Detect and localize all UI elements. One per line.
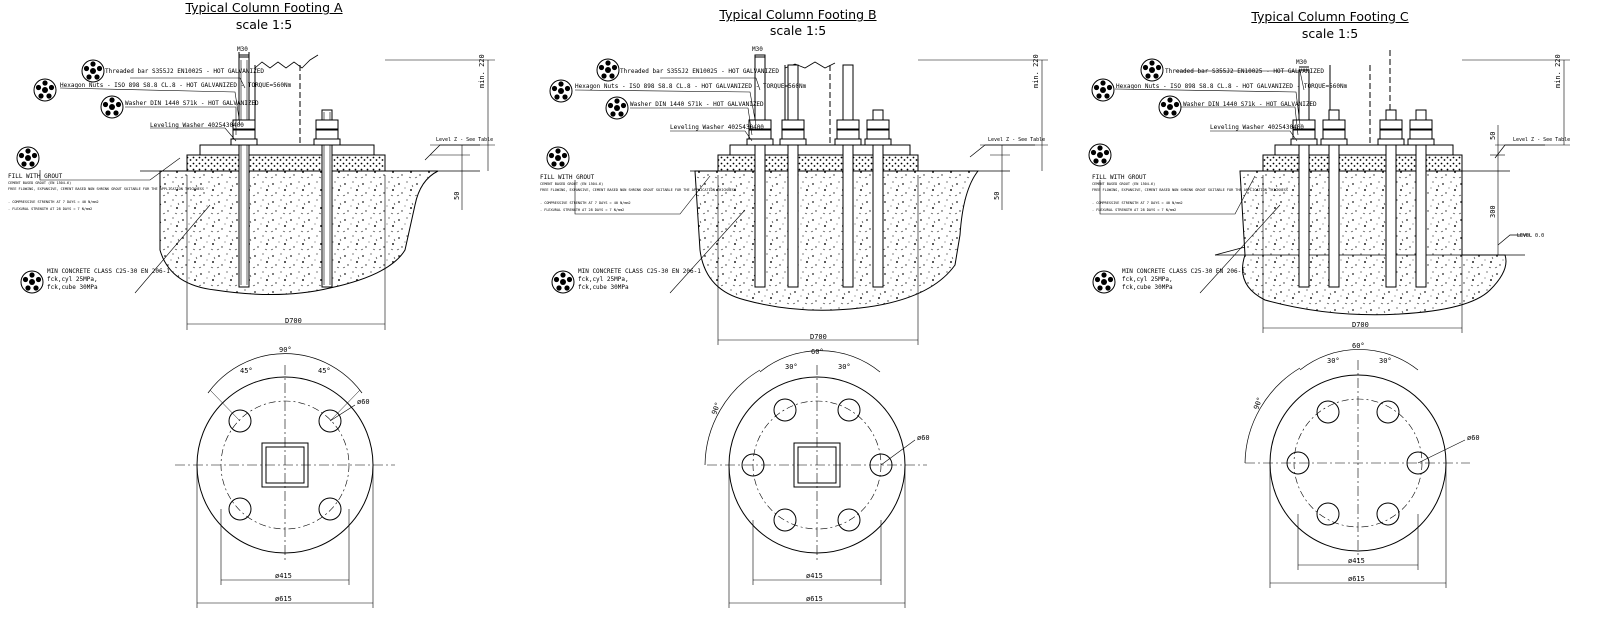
width-label: D700: [810, 333, 827, 341]
footing-a-title: Typical Column Footing A: [185, 0, 343, 15]
footing-c-labels: Threaded bar S355J2 EN10025 - HOT GALVAN…: [1092, 54, 1570, 329]
footing-b-plan: [704, 350, 927, 608]
grout-note-2: FREE FLOWING, EXPANSIVE, CEMENT BASED NO…: [540, 188, 736, 192]
hole-label: ø60: [917, 434, 930, 442]
footing-a-section: [39, 52, 495, 330]
grout-note-2: FREE FLOWING, EXPANSIVE, CEMENT BASED NO…: [1092, 188, 1288, 192]
anchor-bar-right: [313, 109, 341, 288]
grout-note-4: - FLEXURAL STRENGTH AT 28 DAYS = 7 N/mm2: [1092, 208, 1176, 212]
min220-label: min. 220: [478, 54, 486, 88]
footing-b-labels: Threaded bar S355J2 EN10025 - HOT GALVAN…: [540, 46, 1045, 341]
angle-side-label: 90°: [710, 401, 722, 416]
hexagon-nuts-label: Hexagon Nuts - ISO 898 S8.8 CL.8 - HOT G…: [60, 82, 292, 89]
footing-b-section: [574, 54, 1048, 345]
threaded-bar-label: Threaded bar S355J2 EN10025 - HOT GALVAN…: [1165, 68, 1324, 75]
footing-b-title: Typical Column Footing B: [719, 7, 877, 22]
fck-label: fck,cyl 25MPa,: [47, 276, 98, 283]
inner-diameter-label: ø415: [1348, 557, 1365, 565]
angle-right-label: 45°: [318, 367, 331, 375]
grout-note-4: - FLEXURAL STRENGTH AT 28 DAYS = 7 N/mm2: [8, 207, 92, 211]
dim300-label: 300: [1489, 205, 1497, 218]
grout-note-1: CEMENT BASED GROUT (EN 1504-6): [1092, 182, 1155, 186]
grout-note-3: - COMPRESSIVE STRENGTH AT 7 DAYS = 40 N/…: [1092, 201, 1183, 205]
fck-label: fck,cyl 25MPa,: [578, 276, 629, 283]
angle-top-label: 60°: [1352, 342, 1365, 350]
footing-c-section: [1099, 50, 1570, 333]
level-label: Level Z - See Table: [1513, 137, 1570, 143]
leveling-washer-label: Leveling Washer 4025430400: [1210, 124, 1304, 131]
angle-top-label: 90°: [279, 346, 292, 354]
footing-c-title: Typical Column Footing C: [1251, 9, 1409, 24]
outer-diameter-label: ø615: [806, 595, 823, 603]
m30-label: M30: [237, 46, 248, 53]
level-label: Level Z - See Table: [436, 137, 493, 143]
level-label: Level Z - See Table: [988, 137, 1045, 143]
angle-right-label: 30°: [1379, 357, 1392, 365]
level0-label: LEVEL 0.0: [1517, 233, 1544, 239]
footing-a-plan-labels: 90° 45° 45° ø60 ø415 ø615: [240, 346, 370, 603]
dim50-label: 50: [453, 192, 461, 200]
inner-diameter-label: ø415: [806, 572, 823, 580]
base-plate: [199, 144, 375, 156]
hexagon-nuts-label: Hexagon Nuts - ISO 898 S8.8 CL.8 - HOT G…: [575, 83, 807, 90]
washer-label: Washer DIN 1440 S71k - HOT GALVANIZED: [630, 101, 764, 108]
grout-note-2: FREE FLOWING, EXPANSIVE, CEMENT BASED NO…: [8, 187, 204, 191]
leveling-washer-label: Leveling Washer 4025430400: [150, 122, 244, 129]
hexagon-nuts-label: Hexagon Nuts - ISO 898 S8.8 CL.8 - HOT G…: [1116, 83, 1348, 90]
threaded-bar-label: Threaded bar S355J2 EN10025 - HOT GALVAN…: [105, 68, 264, 75]
width-label: D700: [285, 317, 302, 325]
m30-label: M30: [1296, 59, 1307, 66]
grout-note-4: - FLEXURAL STRENGTH AT 28 DAYS = 7 N/mm2: [540, 208, 624, 212]
dim50-label: 50: [1489, 132, 1497, 140]
width-label: D700: [1352, 321, 1369, 329]
grout-note-3: - COMPRESSIVE STRENGTH AT 7 DAYS = 40 N/…: [540, 201, 631, 205]
washer-label: Washer DIN 1440 S71k - HOT GALVANIZED: [1183, 101, 1317, 108]
dim50-label: 50: [993, 192, 1001, 200]
anchor-bar-left: [230, 54, 258, 288]
footing-c-scale: scale 1:5: [1301, 26, 1359, 41]
hole-label: ø60: [1467, 434, 1480, 442]
footing-c-plan: [1244, 349, 1470, 588]
grout-note-3: - COMPRESSIVE STRENGTH AT 7 DAYS = 40 N/…: [8, 200, 99, 204]
fcube-label: fck,cube 30MPa: [47, 284, 98, 291]
m30-label: M30: [752, 46, 763, 53]
concrete-label: MIN CONCRETE CLASS C25-30 EN 206-1: [1122, 268, 1245, 275]
concrete-label: MIN CONCRETE CLASS C25-30 EN 206-1: [47, 268, 170, 275]
footing-a-plan: [175, 353, 395, 608]
outer-diameter-label: ø615: [275, 595, 292, 603]
fill-grout-label: FILL WITH GROUT: [1092, 174, 1147, 181]
inner-diameter-label: ø415: [275, 572, 292, 580]
leveling-washer-label: Leveling Washer 4025430400: [670, 124, 764, 131]
footing-a-scale: scale 1:5: [235, 17, 293, 32]
outer-diameter-label: ø615: [1348, 575, 1365, 583]
fill-grout-label: FILL WITH GROUT: [540, 174, 595, 181]
footing-c-plan-labels: 60° 30° 30° 90° ø60 ø415 ø615: [1252, 342, 1479, 583]
min220-label: min. 220: [1032, 54, 1040, 88]
angle-left-label: 45°: [240, 367, 253, 375]
grout-note-1: CEMENT BASED GROUT (EN 1504-6): [8, 181, 71, 185]
fck-label: fck,cyl 25MPa,: [1122, 276, 1173, 283]
min220-label: min. 220: [1554, 54, 1562, 88]
fill-grout-label: FILL WITH GROUT: [8, 173, 63, 180]
footing-b-scale: scale 1:5: [769, 23, 827, 38]
angle-top-label: 60°: [811, 348, 824, 356]
angle-left-label: 30°: [1327, 357, 1340, 365]
fcube-label: fck,cube 30MPa: [1122, 284, 1173, 291]
footing-b-plan-labels: 60° 30° 30° 90° ø60 ø415 ø615: [710, 348, 929, 603]
angle-right-label: 30°: [838, 363, 851, 371]
concrete-label: MIN CONCRETE CLASS C25-30 EN 206-1: [578, 268, 701, 275]
fcube-label: fck,cube 30MPa: [578, 284, 629, 291]
threaded-bar-label: Threaded bar S355J2 EN10025 - HOT GALVAN…: [620, 68, 779, 75]
concrete-body: [159, 154, 439, 296]
angle-left-label: 30°: [785, 363, 798, 371]
hole-label: ø60: [357, 398, 370, 406]
grout-layer: [186, 154, 386, 172]
grout-note-1: CEMENT BASED GROUT (EN 1504-6): [540, 182, 603, 186]
angle-side-label: 90°: [1252, 396, 1264, 411]
washer-label: Washer DIN 1440 S71k - HOT GALVANIZED: [125, 100, 259, 107]
footing-a-labels: Threaded bar S355J2 EN10025 - HOT GALVAN…: [8, 46, 493, 325]
